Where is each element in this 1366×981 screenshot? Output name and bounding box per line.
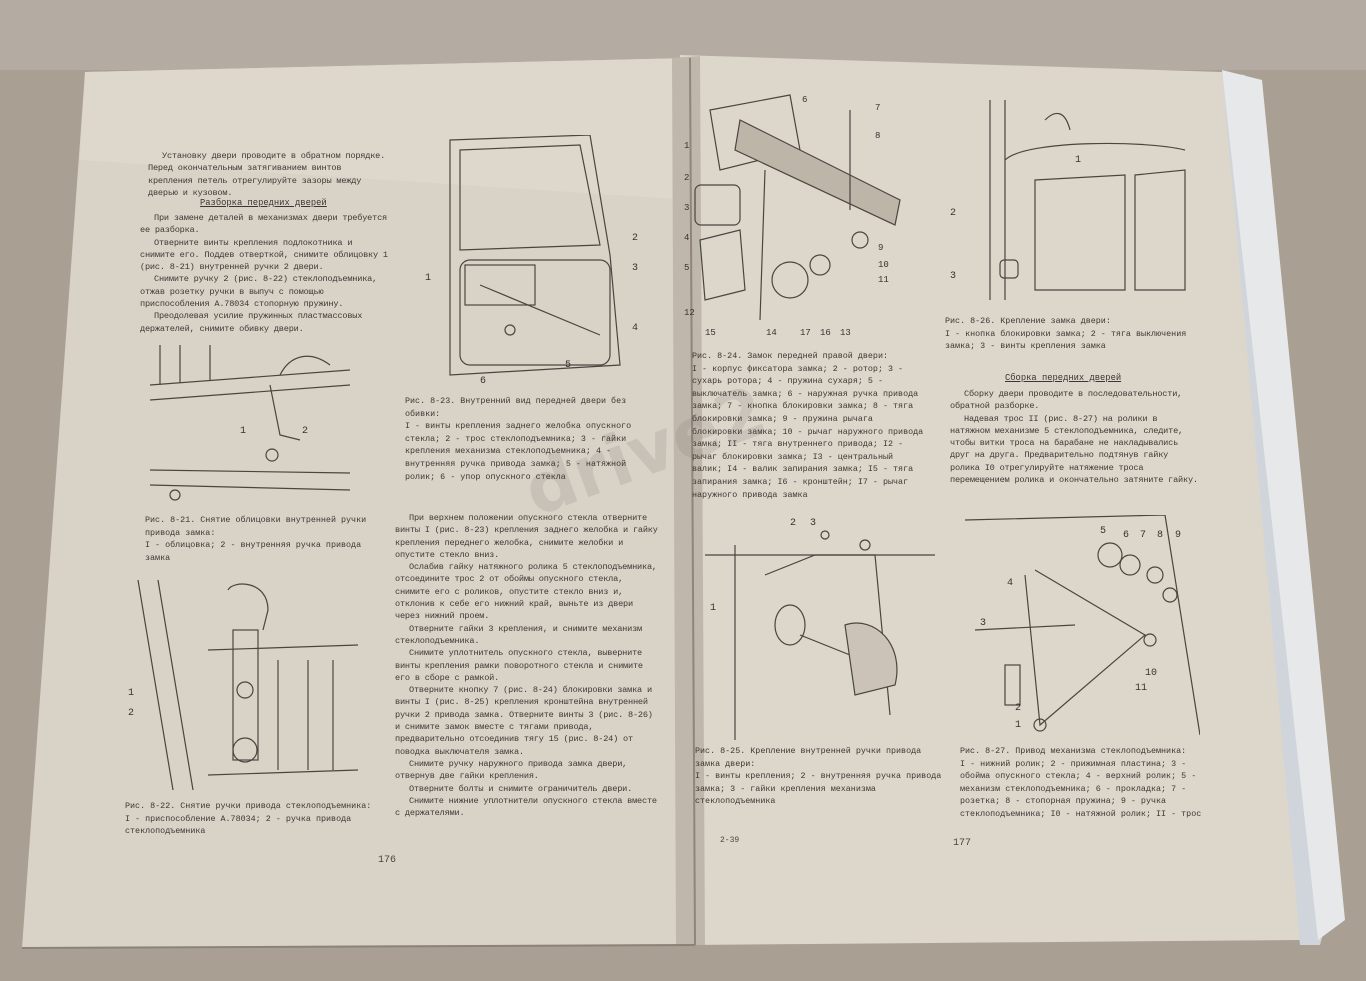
fig27-label: 3 [980, 618, 986, 629]
page-number-left: 176 [378, 855, 397, 866]
figure-8-21-drawing: 1 2 [150, 345, 351, 501]
section-heading-assembly: Сборка передних дверей [1005, 373, 1122, 383]
fig23-label: 5 [565, 360, 571, 371]
fig24-label: 6 [802, 95, 807, 105]
fig21-label: 1 [240, 426, 246, 437]
fig26-label: 3 [950, 271, 956, 282]
disassembly-continued-text: При верхнем положении опускного стекла о… [395, 513, 658, 819]
fig24-label: 16 [820, 328, 831, 338]
figure-8-22-caption: Рис. 8-22. Снятие ручки привода стеклопо… [125, 801, 372, 837]
fig27-label: 11 [1135, 683, 1147, 694]
fig23-label: 1 [425, 273, 431, 284]
fig27-label: 7 [1140, 530, 1146, 541]
signature-mark: 2-39 [720, 836, 740, 845]
figure-8-24-drawing: 6 7 8 1 2 3 4 5 9 10 11 12 13 14 15 16 1… [684, 94, 901, 338]
fig24-label: 8 [875, 131, 880, 141]
fig24-label: 14 [766, 328, 777, 338]
fig24-label: 15 [705, 328, 716, 338]
figure-8-25-drawing: 2 3 1 [705, 518, 935, 740]
fig25-label: 1 [710, 603, 716, 614]
left-page [22, 58, 695, 948]
fig26-label: 1 [1075, 155, 1081, 166]
fig27-label: 4 [1007, 578, 1013, 589]
fig24-label: 1 [684, 141, 689, 151]
figure-8-24-caption: Рис. 8-24. Замок передней правой двери: … [692, 351, 924, 500]
fig24-label: 9 [878, 243, 883, 253]
fig24-label: 10 [878, 260, 889, 270]
figure-8-23-caption: Рис. 8-23. Внутренний вид передней двери… [405, 396, 632, 482]
fig26-label: 2 [950, 208, 956, 219]
fig23-label: 6 [480, 376, 486, 385]
figure-8-23-drawing: 1 2 3 4 5 6 [425, 135, 638, 385]
figure-8-27-drawing: 5 6 7 8 9 4 3 2 1 10 11 [965, 515, 1200, 736]
figure-8-21-caption: Рис. 8-21. Снятие облицовки внутренней р… [145, 515, 367, 563]
assembly-text: Сборку двери проводите в последовательно… [950, 389, 1198, 486]
figure-8-27-caption: Рис. 8-27. Привод механизма стеклоподъем… [960, 746, 1202, 819]
fig27-label: 5 [1100, 526, 1106, 537]
figure-8-26-drawing: 1 2 3 [950, 100, 1186, 300]
fig24-label: 3 [684, 203, 689, 213]
intro-paragraph: Установку двери проводите в обратном пор… [148, 151, 386, 198]
fig24-label: 7 [875, 103, 880, 113]
right-page [680, 55, 1300, 945]
fig24-label: 12 [684, 308, 695, 318]
fig24-label: 13 [840, 328, 851, 338]
fig25-label: 2 [790, 518, 796, 529]
figure-8-22-drawing: 1 2 [128, 580, 359, 790]
fig27-label: 10 [1145, 668, 1157, 679]
fig23-label: 3 [632, 263, 638, 274]
fig23-label: 4 [632, 323, 638, 334]
fig27-label: 2 [1015, 703, 1021, 714]
fig25-label: 3 [810, 518, 816, 529]
fig24-label: 2 [684, 173, 689, 183]
fig22-label: 2 [128, 708, 134, 719]
fig21-label: 2 [302, 426, 308, 437]
fig24-label: 5 [684, 263, 689, 273]
fig24-label: 4 [684, 233, 689, 243]
fig27-label: 8 [1157, 530, 1163, 541]
fig24-label: 17 [800, 328, 811, 338]
section-heading-disassembly: Разборка передних дверей [200, 198, 327, 208]
fig27-label: 6 [1123, 530, 1129, 541]
figure-8-25-caption: Рис. 8-25. Крепление внутренней ручки пр… [695, 746, 942, 807]
figure-8-26-caption: Рис. 8-26. Крепление замка двери: I - кн… [945, 316, 1187, 352]
disassembly-text: При замене деталей в механизмах двери тр… [140, 213, 388, 334]
fig27-label: 9 [1175, 530, 1181, 541]
fig24-label: 11 [878, 275, 889, 285]
page-number-right: 177 [953, 838, 972, 849]
fig27-label: 1 [1015, 720, 1021, 731]
fig22-label: 1 [128, 688, 134, 699]
fig23-label: 2 [632, 233, 638, 244]
